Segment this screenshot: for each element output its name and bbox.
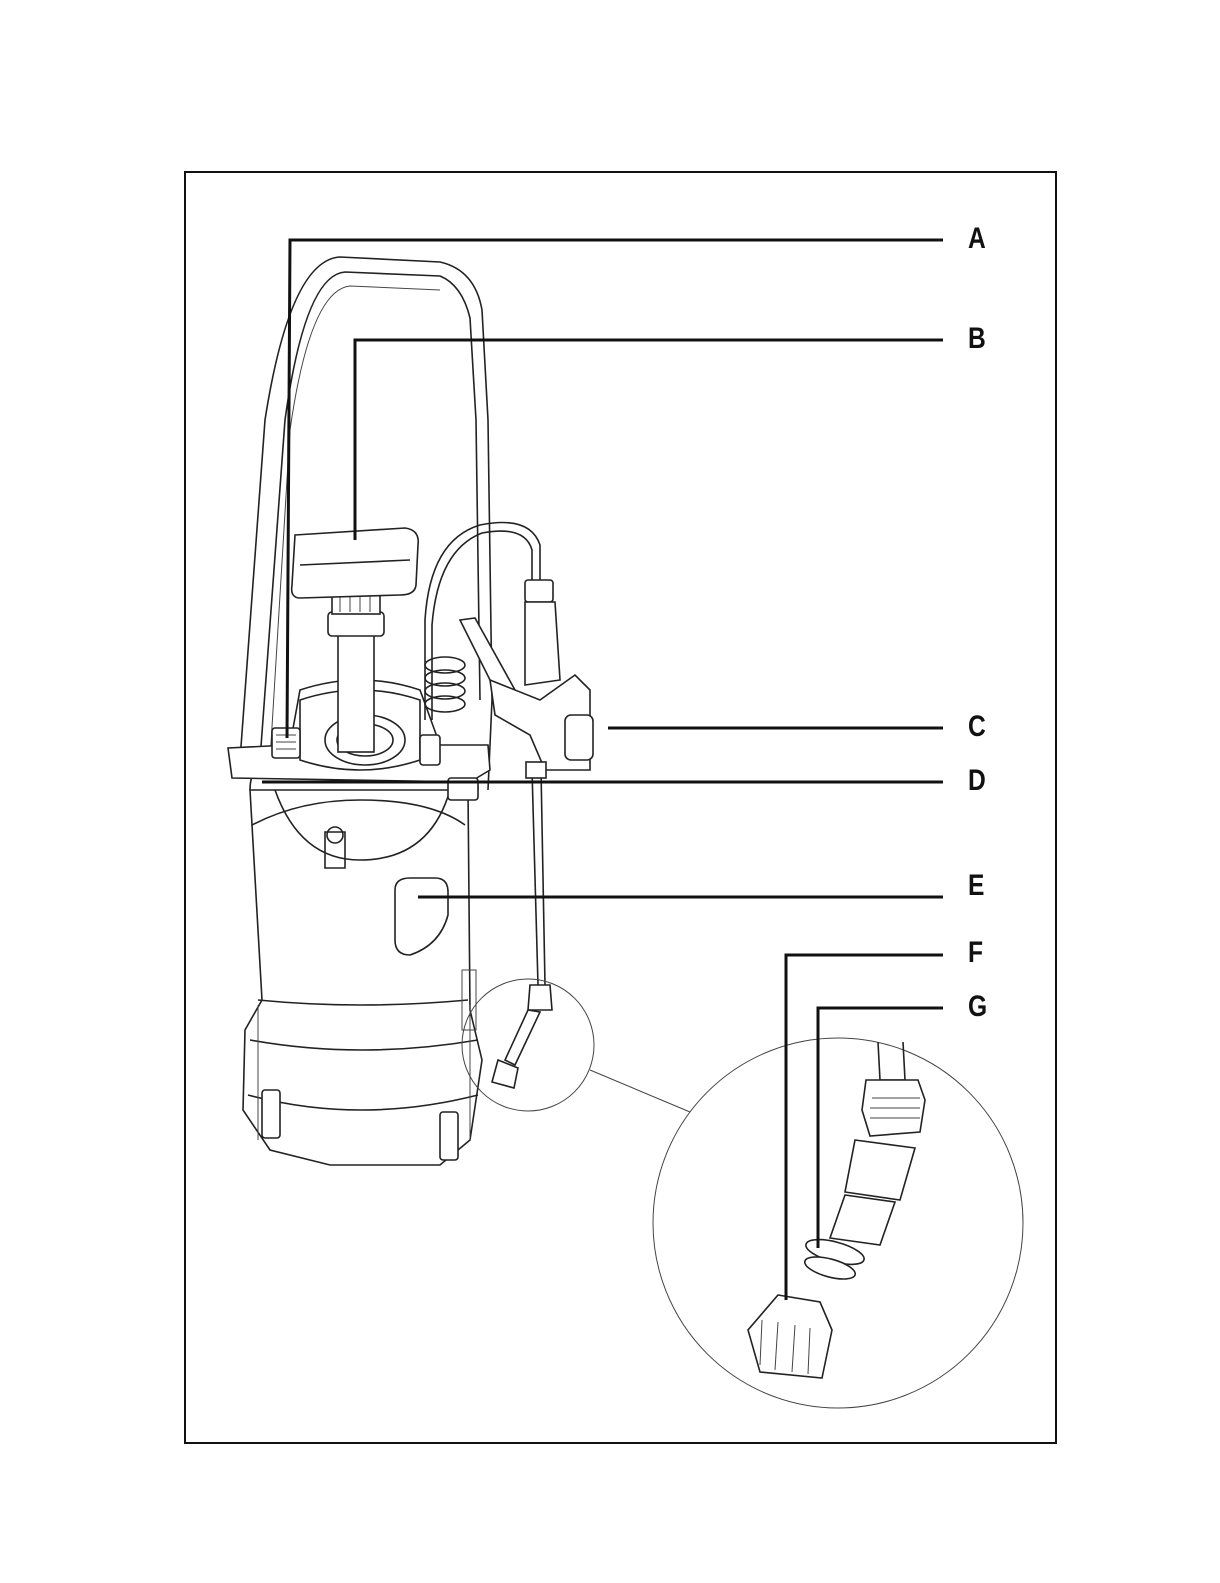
spray-gun bbox=[460, 580, 593, 1088]
callout-a: A bbox=[968, 224, 986, 254]
callout-d: D bbox=[968, 766, 986, 796]
detail-source-circle bbox=[462, 979, 594, 1111]
nozzle-cap bbox=[748, 1295, 832, 1378]
callout-g: G bbox=[968, 992, 987, 1022]
callout-e: E bbox=[968, 871, 984, 901]
trigger-lock bbox=[565, 715, 593, 760]
callout-c: C bbox=[968, 712, 986, 742]
callout-f: F bbox=[968, 938, 983, 968]
tank-body bbox=[243, 755, 482, 1165]
hose bbox=[425, 523, 540, 721]
nozzle-detail bbox=[653, 1038, 1023, 1408]
callout-b: B bbox=[968, 324, 986, 354]
